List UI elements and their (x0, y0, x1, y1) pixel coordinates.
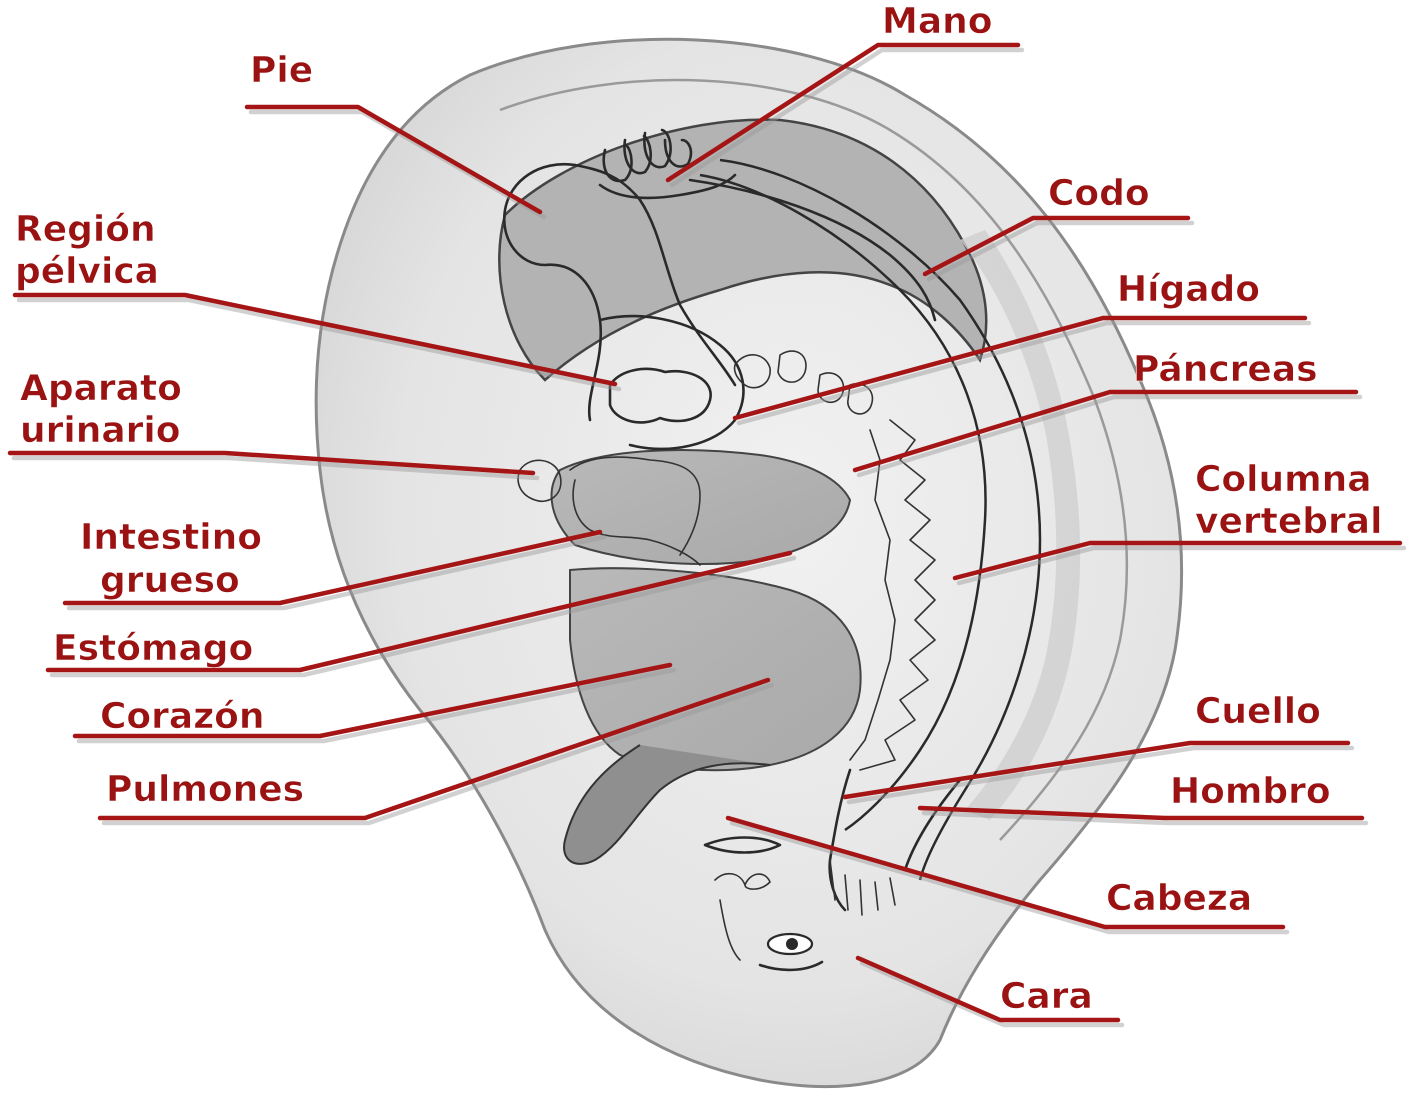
label-intestino-grueso-line1: Intestino (80, 517, 262, 558)
label-columna-vertebral-line2: vertebral (1195, 501, 1382, 542)
label-cara: Cara (1000, 976, 1093, 1017)
label-codo: Codo (1048, 173, 1150, 214)
label-cabeza: Cabeza (1106, 878, 1252, 919)
label-cuello: Cuello (1195, 691, 1321, 732)
label-estomago: Estómago (53, 628, 253, 669)
label-pie: Pie (250, 50, 313, 91)
label-corazon: Corazón (100, 696, 265, 737)
label-region-pelvica-line1: Región (15, 209, 156, 250)
label-mano: Mano (882, 1, 992, 42)
label-intestino-grueso-line2: grueso (100, 560, 240, 601)
label-columna-vertebral-line1: Columna (1195, 459, 1372, 500)
label-pancreas: Páncreas (1133, 349, 1318, 390)
label-aparato-urinario-line1: Aparato (20, 368, 182, 409)
label-higado: Hígado (1117, 269, 1260, 310)
label-region-pelvica-line2: pélvica (15, 251, 159, 292)
label-hombro: Hombro (1170, 771, 1331, 812)
label-pulmones: Pulmones (106, 769, 304, 810)
label-aparato-urinario-line2: urinario (20, 410, 180, 451)
cymba-concha (552, 450, 850, 564)
face-pupil (786, 938, 798, 950)
